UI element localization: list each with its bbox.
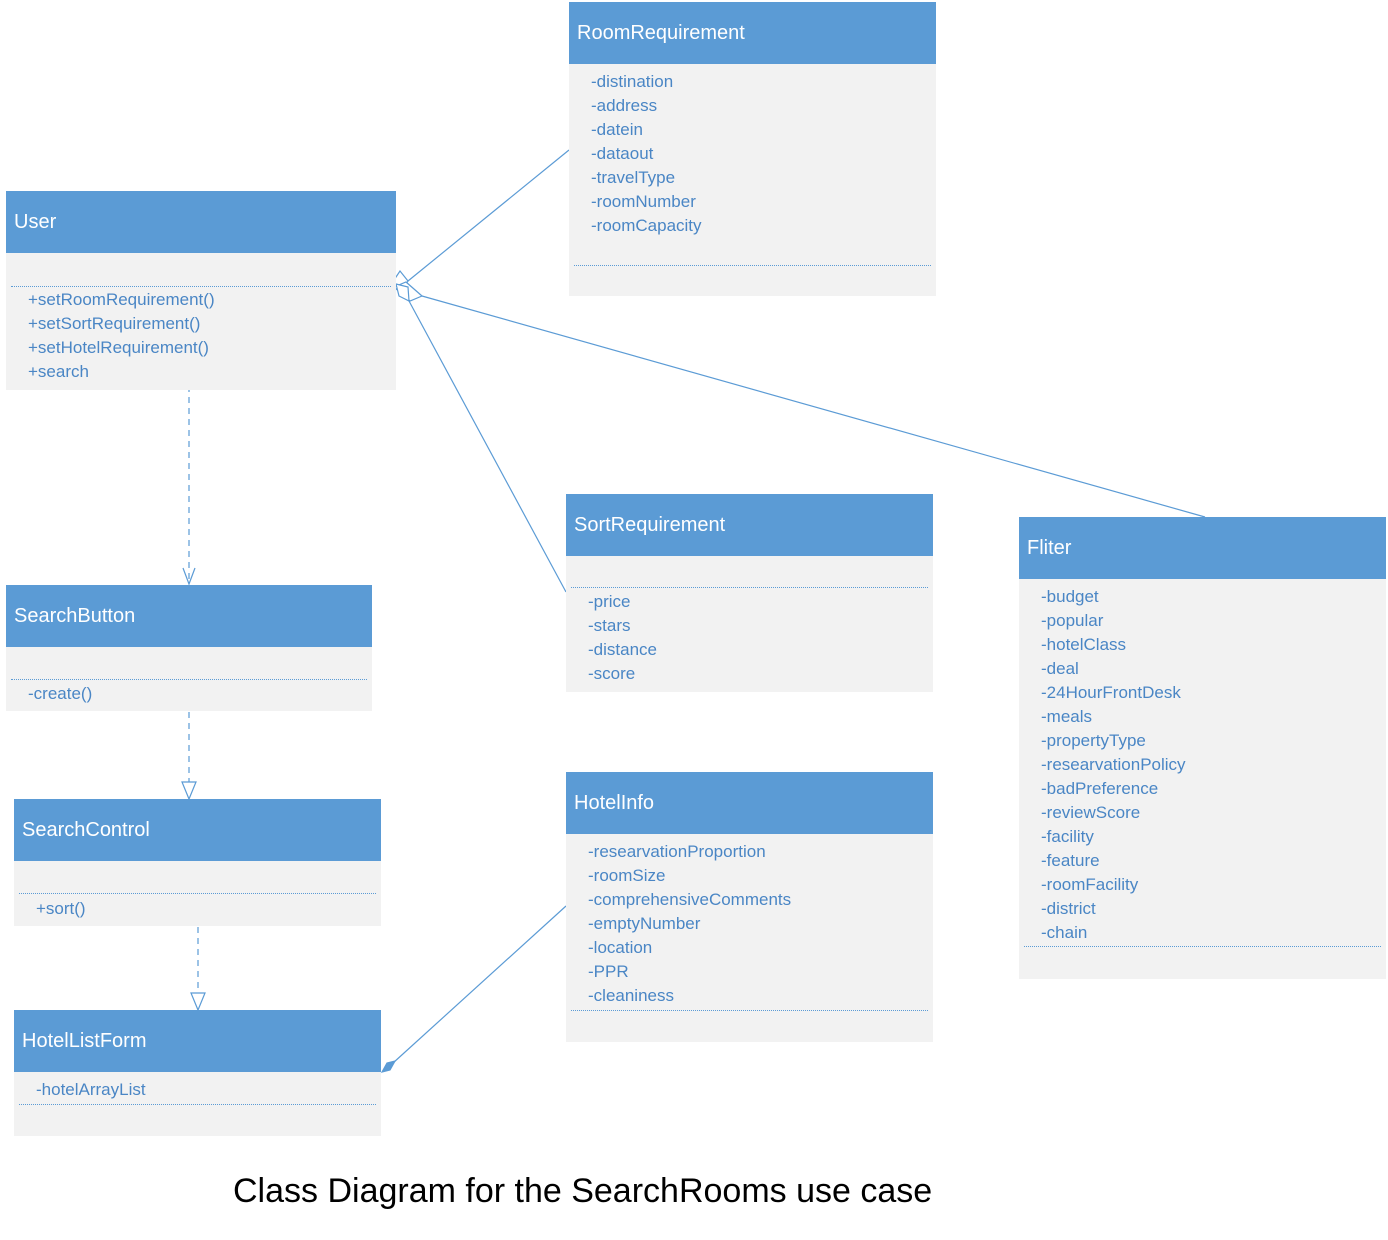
attribute: -hotelClass xyxy=(1041,635,1127,654)
class-fliter[interactable]: Fliter -budget -popular -hotelClass -dea… xyxy=(1019,517,1386,979)
realization-arrowhead-hotellistform xyxy=(190,992,206,1012)
compartment-divider xyxy=(19,893,376,894)
compartment-divider xyxy=(574,265,931,266)
aggregation-diamond-fliter xyxy=(392,281,424,302)
attribute: -roomCapacity xyxy=(591,216,702,235)
class-roomrequirement-attributes: -distination -address -datein -dataout -… xyxy=(569,64,936,238)
attribute: -dataout xyxy=(591,144,654,163)
attribute: -chain xyxy=(1041,923,1088,942)
attribute: -cleaniness xyxy=(588,986,674,1005)
attribute: -badPreference xyxy=(1041,779,1159,798)
attribute: -emptyNumber xyxy=(588,914,701,933)
aggregation-line-sortrequirement-user xyxy=(408,300,567,593)
attribute: -hotelArrayList xyxy=(36,1080,146,1099)
attribute: -reviewScore xyxy=(1041,803,1141,822)
class-searchcontrol-operations: +sort() xyxy=(36,897,86,921)
class-sortrequirement[interactable]: SortRequirement -price -stars -distance … xyxy=(566,494,933,692)
attribute: -datein xyxy=(591,120,643,139)
class-fliter-attributes: -budget -popular -hotelClass -deal -24Ho… xyxy=(1019,579,1386,945)
attribute: -roomSize xyxy=(588,866,666,885)
class-user[interactable]: User +setRoomRequirement() +setSortRequi… xyxy=(6,191,396,390)
operation: +search xyxy=(28,362,89,381)
attribute: -feature xyxy=(1041,851,1100,870)
attribute: -distination xyxy=(591,72,674,91)
aggregation-line-roomrequirement-user xyxy=(407,149,570,282)
class-searchbutton-operations: -create() xyxy=(28,682,92,706)
realization-arrowhead-searchcontrol xyxy=(181,781,197,801)
attribute: -budget xyxy=(1041,587,1099,606)
class-user-name: User xyxy=(6,191,396,253)
attribute: -propertyType xyxy=(1041,731,1146,750)
class-fliter-name: Fliter xyxy=(1019,517,1386,579)
operation: -stars xyxy=(588,616,631,635)
attribute: -travelType xyxy=(591,168,676,187)
attribute: -roomFacility xyxy=(1041,875,1139,894)
attribute: -comprehensiveComments xyxy=(588,890,792,909)
class-sortrequirement-name: SortRequirement xyxy=(566,494,933,556)
operation: +setHotelRequirement() xyxy=(28,338,209,357)
composition-line-hotelinfo-hotellistform xyxy=(392,905,567,1064)
operation: -distance xyxy=(588,640,657,659)
attribute: -facility xyxy=(1041,827,1094,846)
class-roomrequirement-name: RoomRequirement xyxy=(569,2,936,64)
attribute: -24HourFrontDesk xyxy=(1041,683,1181,702)
diagram-caption: Class Diagram for the SearchRooms use ca… xyxy=(233,1172,933,1210)
class-searchcontrol[interactable]: SearchControl +sort() xyxy=(14,799,381,926)
compartment-divider xyxy=(11,679,367,680)
class-user-operations: +setRoomRequirement() +setSortRequiremen… xyxy=(28,288,215,384)
class-hotelinfo-attributes: -researvationProportion -roomSize -compr… xyxy=(566,834,933,1008)
compartment-divider xyxy=(19,1104,376,1105)
compartment-divider xyxy=(1024,946,1381,947)
compartment-divider xyxy=(11,286,391,287)
attribute: -researvationPolicy xyxy=(1041,755,1186,774)
operation: +setSortRequirement() xyxy=(28,314,201,333)
attribute: -district xyxy=(1041,899,1096,918)
class-searchbutton-name: SearchButton xyxy=(6,585,372,647)
attribute: -PPR xyxy=(588,962,629,981)
class-searchbutton[interactable]: SearchButton -create() xyxy=(6,585,372,711)
operation: -create() xyxy=(28,684,93,703)
operation: +sort() xyxy=(36,899,86,918)
operation: +setRoomRequirement() xyxy=(28,290,215,309)
operation: -price xyxy=(588,592,631,611)
attribute: -roomNumber xyxy=(591,192,696,211)
class-roomrequirement[interactable]: RoomRequirement -distination -address -d… xyxy=(569,2,936,296)
attribute: -meals xyxy=(1041,707,1093,726)
class-hotelinfo[interactable]: HotelInfo -researvationProportion -roomS… xyxy=(566,772,933,1042)
attribute: -popular xyxy=(1041,611,1104,630)
class-hotellistform-name: HotelListForm xyxy=(14,1010,381,1072)
aggregation-line-fliter-user xyxy=(421,295,1206,518)
attribute: -location xyxy=(588,938,653,957)
compartment-divider xyxy=(571,587,928,588)
aggregation-diamond-sortrequirement xyxy=(395,283,410,303)
attribute: -researvationProportion xyxy=(588,842,766,861)
attribute: -address xyxy=(591,96,658,115)
attribute: -deal xyxy=(1041,659,1079,678)
class-sortrequirement-operations: -price -stars -distance -score xyxy=(588,590,657,686)
class-searchcontrol-name: SearchControl xyxy=(14,799,381,861)
class-hotellistform[interactable]: HotelListForm -hotelArrayList xyxy=(14,1010,381,1136)
operation: -score xyxy=(588,664,636,683)
compartment-divider xyxy=(571,1010,928,1011)
class-hotellistform-attributes: -hotelArrayList xyxy=(14,1072,381,1102)
composition-diamond-hotellistform xyxy=(380,1060,397,1073)
class-hotelinfo-name: HotelInfo xyxy=(566,772,933,834)
dependency-arrowhead-searchbutton xyxy=(182,567,196,586)
